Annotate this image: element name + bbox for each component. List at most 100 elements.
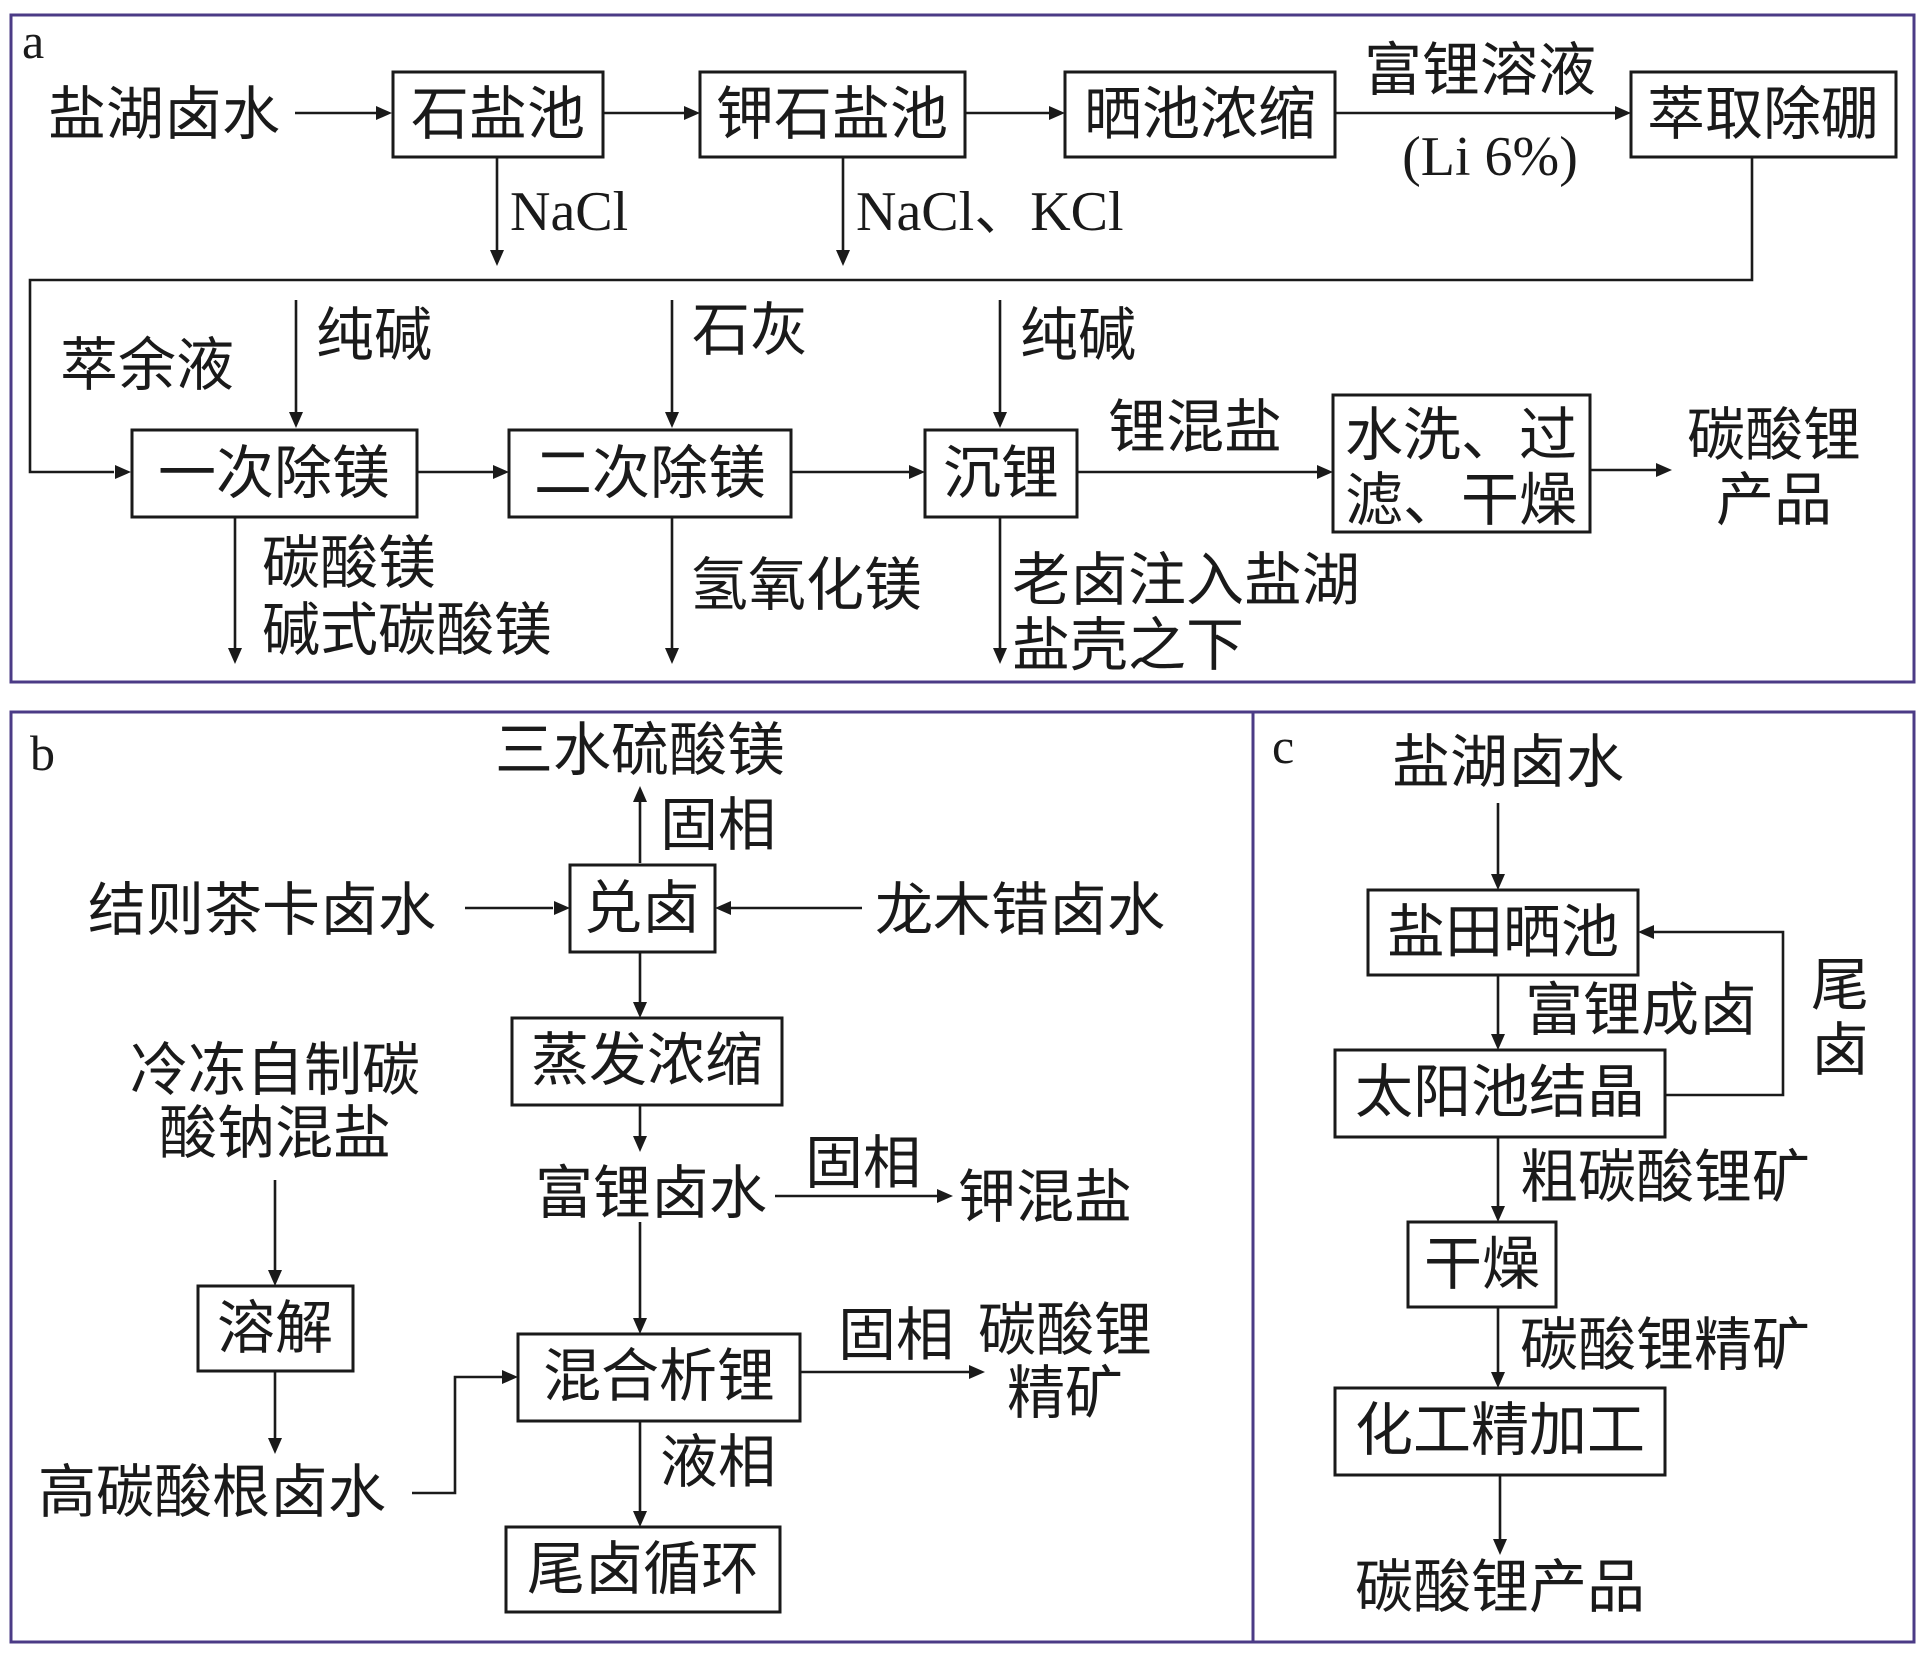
a-product-text-2: 产品 — [1716, 466, 1832, 534]
a-box-mg2-label: 二次除镁 — [534, 439, 766, 507]
b-solid-2: 固相 — [805, 1129, 921, 1197]
c-box-dry-label: 干燥 — [1424, 1230, 1540, 1298]
a-box-shaichi-label: 晒池浓缩 — [1084, 80, 1316, 148]
c-tail-1: 尾 — [1811, 951, 1869, 1019]
a-box-cuiqu-label: 萃取除硼 — [1647, 80, 1879, 148]
a-raffinate-text: 萃余液 — [60, 331, 234, 399]
a-box-chenli — [923, 428, 1079, 519]
b-solid-3: 固相 — [838, 1301, 954, 1369]
c-rich-brine: 富锂成卤 — [1525, 976, 1757, 1044]
b-k-salt: 钾混盐 — [958, 1163, 1132, 1231]
a-box-shiyan-label: 石盐池 — [411, 80, 585, 148]
a-box-shiyan — [391, 70, 605, 159]
c-box-chem — [1333, 1386, 1667, 1477]
a-out-nacl-kcl: NaCl、KCl — [856, 181, 1124, 243]
c-box-solar-label: 太阳池结晶 — [1355, 1058, 1645, 1126]
b-conc-2: 精矿 — [1007, 1359, 1123, 1427]
a-arrowhead — [1317, 465, 1333, 479]
c-arrowhead — [1638, 925, 1654, 939]
b-arrowhead — [502, 1370, 518, 1384]
a-out-mgco3-1: 碳酸镁 — [262, 529, 436, 597]
a-in-soda-2: 纯碱 — [1020, 301, 1136, 369]
b-box-evap — [510, 1016, 784, 1107]
a-box-mg2 — [507, 428, 793, 519]
a-box-mg1-label: 一次除镁 — [158, 439, 390, 507]
a-arrowhead — [684, 106, 700, 120]
a-out-nacl: NaCl — [510, 181, 628, 243]
a-arrowhead — [1656, 463, 1672, 477]
c-tail-2: 卤 — [1811, 1016, 1869, 1084]
b-arrowhead — [268, 1438, 282, 1454]
c-box-salt-field — [1366, 888, 1640, 977]
a-arrowhead — [289, 412, 303, 428]
b-left-brine: 结则茶卡卤水 — [88, 876, 436, 944]
b-right-brine: 龙木错卤水 — [875, 876, 1165, 944]
a-arrowhead — [665, 412, 679, 428]
a-box-wash-label-1: 水洗、过 — [1345, 401, 1577, 469]
a-arrowhead — [376, 106, 392, 120]
a-arrowhead — [836, 250, 850, 266]
b-box-dissolve — [196, 1284, 355, 1373]
a-arrowhead — [115, 465, 131, 479]
c-arrowhead — [1493, 1539, 1507, 1555]
a-arrowhead — [1615, 106, 1631, 120]
a-arrowhead — [909, 465, 925, 479]
a-rich-li-text-2: (Li 6%) — [1402, 126, 1578, 188]
c-arrowhead — [1491, 1372, 1505, 1388]
b-arrowhead — [633, 1002, 647, 1018]
b-box-evap-label: 蒸发浓缩 — [531, 1026, 763, 1094]
c-tail-loop — [1654, 930, 1785, 1097]
b-arrow-high-mix — [412, 1375, 502, 1495]
c-arrowhead — [1491, 874, 1505, 890]
a-box-wash — [1331, 393, 1592, 534]
a-box-mg1 — [130, 428, 419, 519]
panel-b-label: b — [30, 725, 55, 781]
a-box-jiashiyan-label: 钾石盐池 — [716, 80, 948, 148]
b-box-mix-label: 混合析锂 — [543, 1342, 775, 1410]
b-solid-1: 固相 — [660, 791, 776, 859]
c-box-chem-label: 化工精加工 — [1355, 1396, 1645, 1464]
b-box-duilu-label: 兑卤 — [584, 874, 700, 942]
a-box-wash-label-2: 滤、干燥 — [1345, 466, 1577, 534]
a-in-soda-1: 纯碱 — [316, 301, 432, 369]
a-mixed-salt-text: 锂混盐 — [1108, 393, 1282, 461]
b-arrowhead — [268, 1270, 282, 1286]
b-box-mix — [516, 1332, 802, 1423]
b-high-carb: 高碳酸根卤水 — [38, 1458, 386, 1526]
a-product-text-1: 碳酸锂 — [1687, 401, 1861, 469]
b-box-duilu — [568, 863, 717, 954]
panel-a-label: a — [22, 13, 44, 69]
a-box-cuiqu — [1629, 70, 1898, 159]
panel-c-frame — [1251, 710, 1916, 1644]
a-rich-li-text-1: 富锂溶液 — [1364, 36, 1596, 104]
a-box-jiashiyan — [698, 70, 967, 159]
b-box-tail — [504, 1525, 782, 1614]
b-conc-1: 碳酸锂 — [978, 1296, 1152, 1364]
a-arrowhead — [1049, 106, 1065, 120]
b-arrowhead — [633, 1511, 647, 1527]
b-arrowhead — [633, 1318, 647, 1334]
c-box-salt-field-label: 盐田晒池 — [1387, 898, 1619, 966]
b-freeze-2: 酸钠混盐 — [159, 1099, 391, 1167]
b-arrowhead — [633, 1136, 647, 1152]
b-freeze-1: 冷冻自制碳 — [130, 1036, 420, 1104]
a-out-mgco3-2: 碱式碳酸镁 — [262, 596, 552, 664]
b-liquid: 液相 — [660, 1428, 776, 1496]
b-arrowhead — [715, 901, 731, 915]
b-arrowhead — [937, 1189, 953, 1203]
a-box-chenli-label: 沉锂 — [943, 439, 1059, 507]
a-in-lime: 石灰 — [692, 296, 808, 364]
c-box-solar — [1333, 1048, 1667, 1139]
b-box-tail-label: 尾卤循环 — [527, 1535, 759, 1603]
b-arrowhead — [554, 901, 570, 915]
c-source: 盐湖卤水 — [1392, 728, 1624, 796]
a-box-shaichi — [1063, 70, 1337, 159]
a-source-text: 盐湖卤水 — [48, 80, 280, 148]
a-out-old-1: 老卤注入盐湖 — [1012, 546, 1360, 614]
a-arrowhead — [993, 412, 1007, 428]
c-product: 碳酸锂产品 — [1355, 1553, 1645, 1621]
b-top-product: 三水硫酸镁 — [495, 716, 785, 784]
a-arrowhead — [665, 648, 679, 664]
a-arrowhead — [490, 250, 504, 266]
